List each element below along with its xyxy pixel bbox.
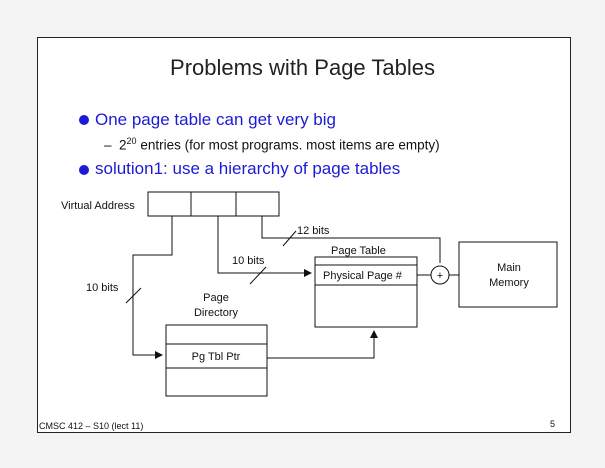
physical-page-label: Physical Page # <box>323 270 403 282</box>
footer-course: CMSC 412 – S10 (lect 11) <box>39 421 144 431</box>
offset-tick <box>282 230 297 247</box>
page-table-index-line <box>217 216 312 277</box>
slide-title: Problems with Page Tables <box>170 55 435 80</box>
page-directory-line1: Page <box>203 292 229 304</box>
directory-index-tick <box>125 287 142 304</box>
virtual-address-box <box>147 191 280 217</box>
directory-to-page-table-line <box>267 330 378 359</box>
slide-frame <box>37 37 571 433</box>
page-directory-box <box>165 324 268 397</box>
bits-10-mid-label: 10 bits <box>232 255 265 267</box>
main-memory-box <box>458 241 558 308</box>
sub-bullet-base: 2 <box>119 137 127 153</box>
page-table-box <box>314 256 418 328</box>
directory-index-line <box>132 216 173 359</box>
main-memory-line1: Main <box>497 262 521 274</box>
main-memory-line2: Memory <box>489 277 529 289</box>
footer-page-number: 5 <box>550 419 556 429</box>
offset-line <box>261 216 441 263</box>
adder-symbol: + <box>437 270 443 282</box>
bullet-dot-2 <box>79 165 89 175</box>
page-table-label: Page Table <box>331 245 386 257</box>
bullet-2: solution1: use a hierarchy of page table… <box>95 159 401 178</box>
bullet-1: One page table can get very big <box>95 110 336 129</box>
sub-bullet-text: entries (for most programs. most items a… <box>136 137 440 153</box>
pg-tbl-ptr-label: Pg Tbl Ptr <box>192 351 241 363</box>
page-table-index-tick <box>249 266 267 285</box>
virtual-address-label: Virtual Address <box>61 200 135 212</box>
bullet-dot-1 <box>79 115 89 125</box>
sub-bullet-dash: – <box>104 137 112 153</box>
sub-bullet-exponent: 20 <box>126 136 137 146</box>
bits-12-label: 12 bits <box>297 225 330 237</box>
bits-10-left-label: 10 bits <box>86 282 119 294</box>
page-directory-line2: Directory <box>194 307 239 319</box>
sub-bullet: – 220 entries (for most programs. most i… <box>104 136 440 153</box>
